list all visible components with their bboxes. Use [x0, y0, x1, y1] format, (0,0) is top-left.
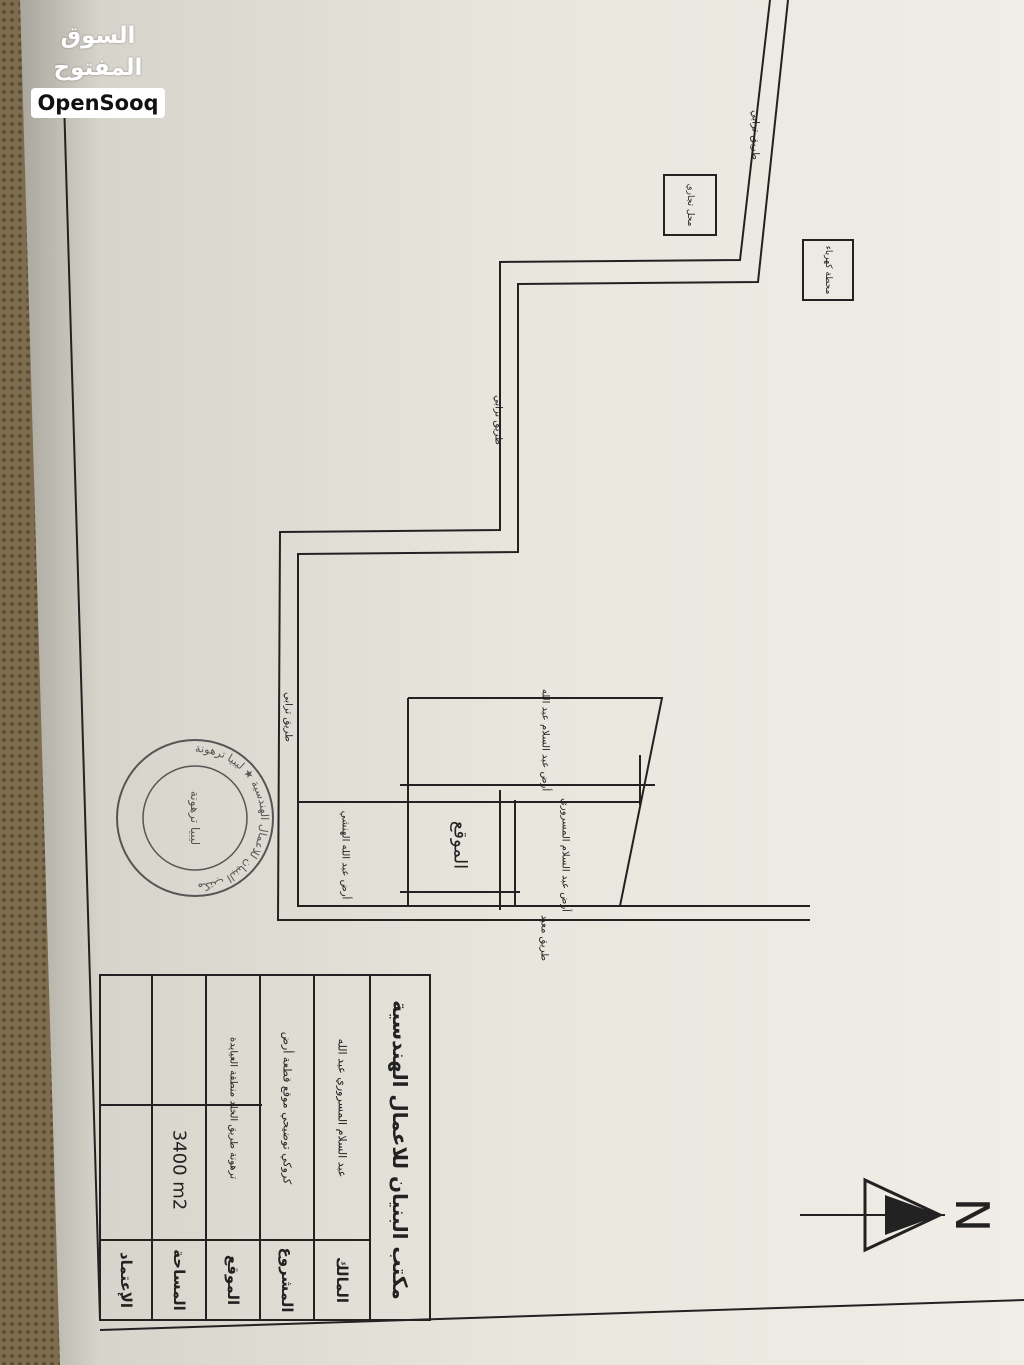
- landmark-label: محل تجاري: [685, 184, 695, 227]
- row-value-owner: عبد السلام المسروري عبد الله: [336, 1039, 349, 1178]
- road-label: طريق ترابي: [283, 692, 294, 742]
- paper-sheet: [20, 0, 1024, 1365]
- row-label-location: الموقع: [224, 1255, 242, 1305]
- row-value-location: ترهونة طريق الخلد منطقة العيايدة: [228, 1037, 239, 1179]
- neighbor-label: أرض عبد السلام عبد الله: [540, 689, 553, 792]
- road-label: طريق ترابي: [493, 395, 504, 445]
- opensooq-logo: السوق المفتوح OpenSooq: [24, 20, 172, 118]
- row-label-approval: الإعتماد: [117, 1252, 135, 1308]
- stamp-inner-text: ليبيا ترهونة: [187, 791, 202, 845]
- row-label-owner: المالك: [333, 1257, 351, 1303]
- compass-north-label: N: [945, 1198, 999, 1232]
- road-label: طريق ترابي: [750, 110, 761, 160]
- row-value-area: 3400 m2: [169, 1130, 190, 1211]
- neighbor-label: أرض عبد الله الهنشي: [340, 811, 353, 900]
- logo-arabic-text: السوق المفتوح: [53, 23, 143, 81]
- landmark-box-shop: [663, 174, 717, 236]
- site-label: الموقع: [450, 821, 471, 869]
- title-block-table: [99, 974, 431, 1321]
- office-name: مكتب البنيان للاعمال الهندسية: [388, 1000, 412, 1300]
- row-value-project: كروكي توضيحي موقع قطعة أرض: [281, 1032, 295, 1185]
- office-stamp: [116, 739, 274, 897]
- north-arrow-icon: [800, 1177, 945, 1253]
- landmark-label: محطة كهرباء: [823, 246, 833, 295]
- row-label-area: المساحة: [170, 1249, 188, 1311]
- border-line: [63, 99, 101, 1321]
- land-plot: [298, 697, 664, 910]
- row-label-project: المشروع: [278, 1248, 296, 1313]
- neighbor-label: أرض عبد السلام المسروري: [560, 798, 573, 912]
- logo-english-text: OpenSooq: [31, 88, 165, 118]
- landmark-box-station: [802, 239, 854, 301]
- road-label: طريق معبد: [539, 915, 550, 961]
- main-road: [276, 0, 810, 921]
